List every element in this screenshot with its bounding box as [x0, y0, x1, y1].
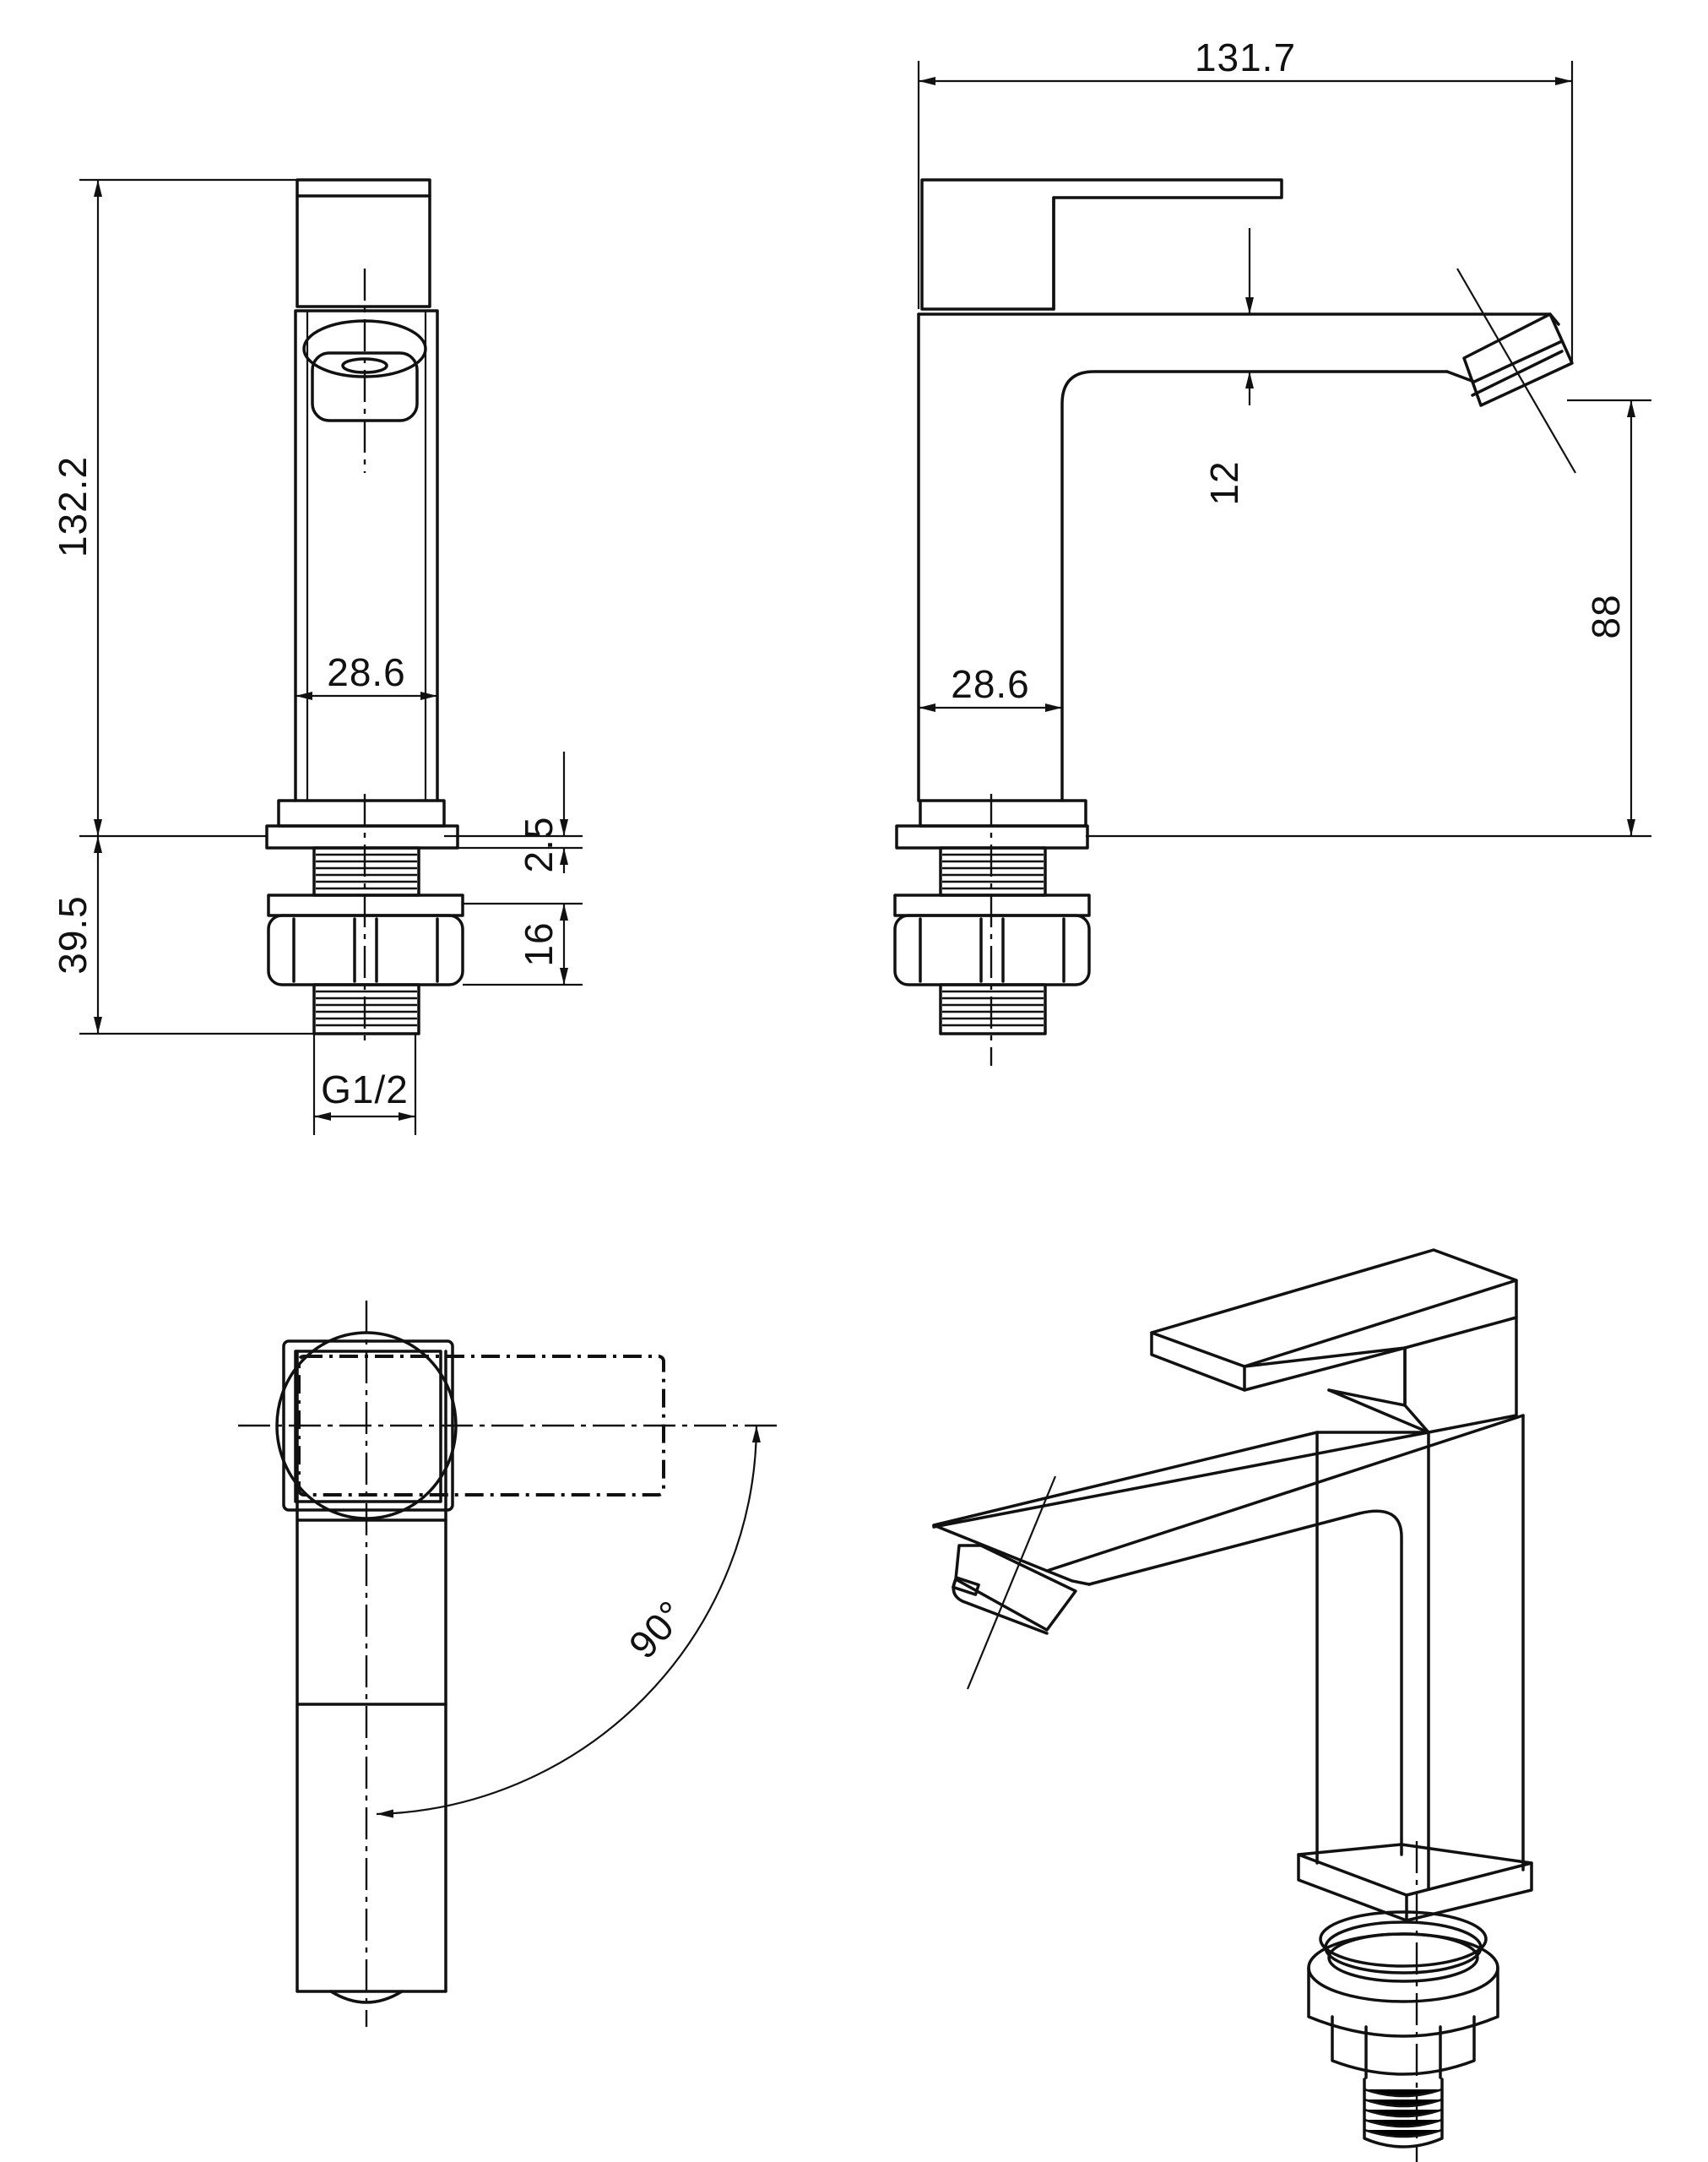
top-view: 90° — [238, 1301, 777, 2027]
isometric-view — [932, 1248, 1533, 2162]
dim-flange-thickness: 2.5 — [517, 817, 561, 873]
side-aerator — [1456, 268, 1576, 474]
dim-base-width-side: 28.6 — [951, 662, 1030, 706]
upper-thread — [312, 846, 420, 897]
dim-thread-size: G1/2 — [321, 1067, 409, 1111]
dim-spout-thickness: 12 — [1202, 460, 1246, 505]
front-view: 132.2 28.6 2.5 16 39.5 G1/2 — [51, 178, 583, 1135]
dim-spout-height: 88 — [1584, 594, 1628, 638]
dim-nut-height: 16 — [517, 921, 561, 966]
dim-height-total: 132.2 — [51, 456, 95, 557]
lower-thread — [312, 983, 420, 1035]
iso-nut — [1307, 1910, 1499, 2079]
dim-shank-length: 39.5 — [51, 895, 95, 975]
dim-base-width-front: 28.6 — [327, 650, 406, 694]
dim-overall-length: 131.7 — [1195, 35, 1296, 79]
side-view: 131.7 12 88 28.6 — [893, 35, 1651, 1066]
iso-lower-thread — [1363, 2078, 1444, 2148]
dim-handle-rotation: 90° — [621, 1592, 694, 1667]
iso-aerator — [952, 1475, 1077, 1690]
